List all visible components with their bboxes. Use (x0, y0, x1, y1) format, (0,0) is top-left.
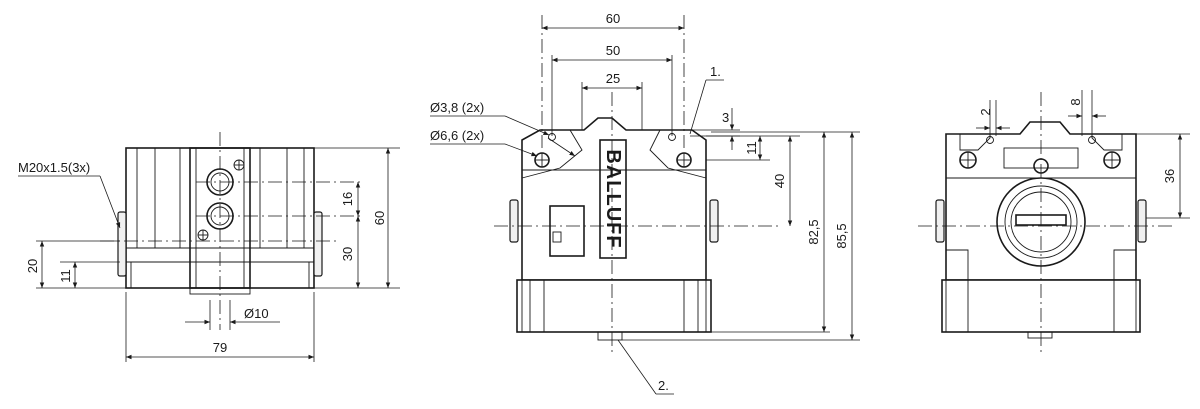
front-dim-82-5: 82,5 (806, 219, 821, 244)
callout-1: 1. (710, 64, 721, 79)
left-dim-width: 79 (213, 340, 227, 355)
front-dim-11: 11 (744, 141, 759, 155)
left-thread-label: M20x1.5(3x) (18, 160, 90, 175)
right-dim-2: 2 (978, 108, 993, 115)
callout-2: 2. (658, 378, 669, 393)
front-dim-60: 60 (606, 11, 620, 26)
right-view: 2 8 36 (918, 90, 1190, 352)
left-dim-16: 16 (340, 192, 355, 206)
front-upper-body (521, 117, 707, 281)
right-dim-8: 8 (1068, 98, 1083, 105)
front-dim-3: 3 (722, 110, 729, 125)
left-dim-20: 20 (25, 259, 40, 273)
left-view: 79 60 16 30 20 11 Ø10 M20x1.5(3x) (18, 132, 400, 362)
front-view: BALLUFF 60 50 25 1. 2. Ø3,8 (2x) Ø6,6 (2… (430, 11, 860, 395)
front-dim-85-5: 85,5 (834, 223, 849, 248)
hole-large-label: Ø6,6 (2x) (430, 128, 484, 143)
left-dim-11: 11 (58, 269, 73, 283)
front-lower-body (516, 279, 712, 333)
brand-plate (599, 139, 627, 259)
left-dim-diameter: Ø10 (244, 306, 269, 321)
right-dim-36: 36 (1162, 169, 1177, 183)
front-dim-25: 25 (606, 71, 620, 86)
front-label-plate (549, 205, 585, 257)
front-dim-50: 50 (606, 43, 620, 58)
hole-small-label: Ø3,8 (2x) (430, 100, 484, 115)
left-dim-height: 60 (372, 211, 387, 225)
front-dim-40: 40 (772, 174, 787, 188)
brand-text: BALLUFF (602, 149, 624, 248)
left-dim-30: 30 (340, 247, 355, 261)
